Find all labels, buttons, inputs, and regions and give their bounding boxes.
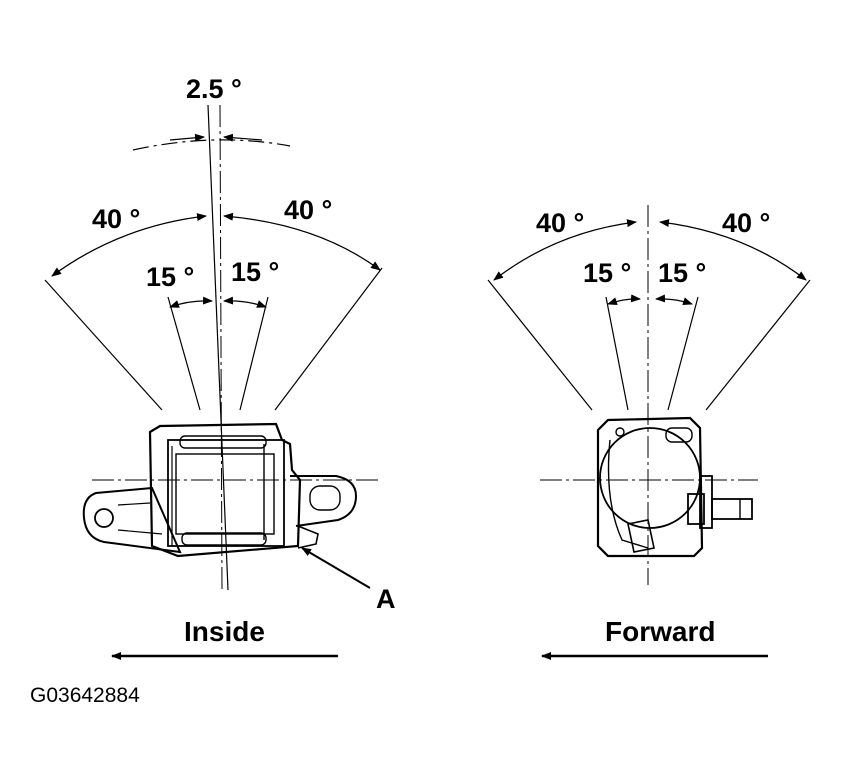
left-view: 2.5 ° 40 ° 40 ° 15 ° 15 ° bbox=[44, 74, 396, 660]
right-sensor-body bbox=[596, 416, 753, 558]
left-inner-angle-right-label: 15 ° bbox=[231, 257, 279, 287]
left-outer-angle-left-label: 40 ° bbox=[92, 204, 140, 234]
right-inner-ray-right bbox=[667, 296, 699, 411]
right-outer-ray-left bbox=[487, 279, 593, 411]
left-outer-arc-left bbox=[51, 213, 207, 277]
left-inner-ray-right bbox=[239, 296, 269, 411]
right-view: 40 ° 40 ° 15 ° 15 ° Forward bbox=[487, 205, 811, 660]
left-outer-ray-left bbox=[44, 279, 163, 411]
right-inner-angle-right-label: 15 ° bbox=[658, 258, 706, 288]
right-outer-angle-left-label: 40 ° bbox=[536, 208, 584, 238]
right-outer-arc-left bbox=[493, 219, 637, 281]
right-outer-arc-right bbox=[659, 219, 807, 281]
forward-direction-label: Forward bbox=[605, 616, 715, 647]
left-inner-ray-left bbox=[167, 296, 201, 411]
right-inner-arc-right bbox=[655, 294, 693, 305]
right-outer-ray-right bbox=[705, 279, 811, 411]
right-inner-ray-left bbox=[605, 296, 629, 411]
left-inner-arc-right bbox=[223, 296, 267, 308]
left-sensor-body bbox=[82, 422, 358, 558]
figure-code: G03642884 bbox=[30, 684, 140, 707]
left-vertical-centerline bbox=[219, 104, 223, 591]
right-outer-angle-right-label: 40 ° bbox=[722, 208, 770, 238]
left-outer-angle-right-label: 40 ° bbox=[284, 195, 332, 225]
inside-direction-label: Inside bbox=[184, 616, 265, 647]
right-inner-arc-left bbox=[607, 294, 641, 305]
tilt-angle-arc bbox=[132, 139, 291, 151]
left-outer-arc-right bbox=[223, 212, 381, 271]
tilt-angle-label: 2.5 ° bbox=[186, 74, 242, 104]
callout-a-leader bbox=[301, 547, 371, 589]
left-tilt-line bbox=[207, 104, 229, 591]
left-inner-angle-left-label: 15 ° bbox=[146, 262, 194, 292]
left-outer-ray-right bbox=[274, 267, 383, 411]
callout-a-label: A bbox=[376, 584, 396, 614]
left-inner-arc-left bbox=[169, 296, 213, 308]
right-inner-angle-left-label: 15 ° bbox=[583, 258, 631, 288]
